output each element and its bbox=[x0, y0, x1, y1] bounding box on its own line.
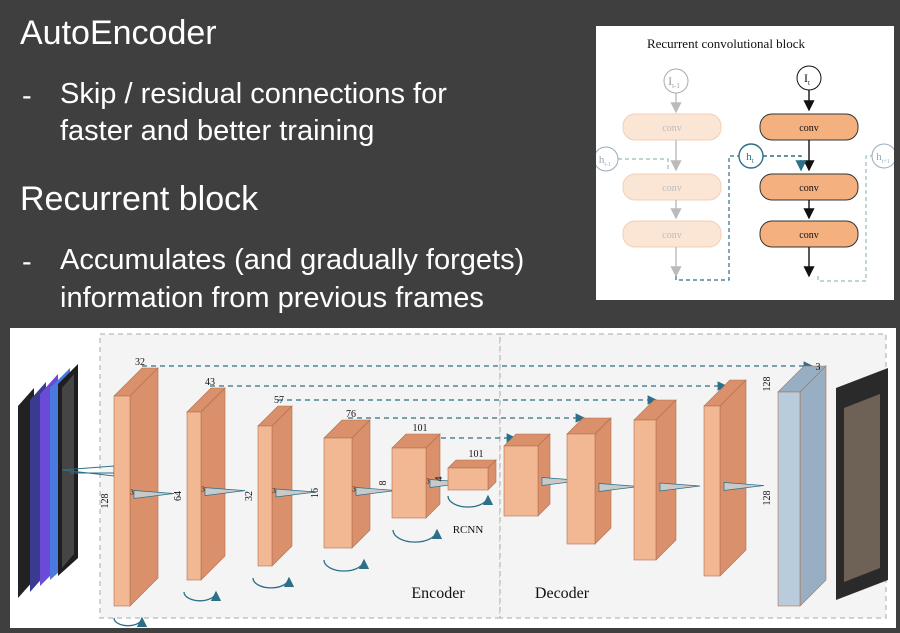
enc-channel-label-6: 101 bbox=[469, 449, 484, 460]
output-channel-label: 3 bbox=[816, 362, 821, 373]
enc-channel-label-3: 57 bbox=[274, 395, 284, 406]
recurrent-loop-1 bbox=[113, 616, 148, 628]
enc-depth-label-4: 16 bbox=[310, 488, 321, 498]
output-frame bbox=[836, 368, 888, 600]
decoder-block-1-side bbox=[537, 433, 551, 517]
svg-text:ht-1: ht-1 bbox=[599, 154, 611, 168]
conv-label: conv bbox=[662, 230, 681, 241]
encoder-block-3-front bbox=[257, 425, 273, 567]
kernel-size-label: 3 bbox=[426, 478, 430, 486]
bullet-marker: - bbox=[22, 80, 32, 112]
conv-label: conv bbox=[799, 123, 818, 134]
decoder-pyramid-3 bbox=[659, 482, 701, 492]
decoder-pyramid-2 bbox=[598, 483, 640, 492]
kernel-pyramid-4 bbox=[355, 487, 397, 496]
rcnn-label: RCNN bbox=[453, 524, 484, 536]
hidden-next-path bbox=[817, 155, 872, 282]
kernel-size-label: 3 bbox=[130, 489, 134, 497]
enc-depth-label-3: 32 bbox=[244, 491, 255, 501]
recurrent-loop-5 bbox=[392, 528, 443, 543]
output-block-side bbox=[799, 365, 827, 607]
recurrent-feedback-faded bbox=[675, 155, 739, 281]
kernel-pyramid-2 bbox=[204, 487, 246, 496]
conv-label: conv bbox=[662, 123, 681, 134]
decoder-block-2-side bbox=[594, 417, 612, 545]
rcnn-loop bbox=[447, 494, 494, 508]
kernel-size-label: 3 bbox=[272, 487, 276, 495]
encoder-block-2-side bbox=[200, 387, 226, 581]
recurrent-loop-4 bbox=[323, 558, 370, 572]
bullet1-line1: Skip / residual connections for bbox=[60, 78, 447, 110]
svg-text:ht+1: ht+1 bbox=[876, 151, 890, 165]
kernel-pyramid-3 bbox=[275, 488, 317, 498]
encoder-block-3-side bbox=[271, 405, 293, 567]
output-depth-top-label: 128 bbox=[762, 377, 773, 392]
rcb-title: Recurrent convolutional block bbox=[647, 36, 806, 51]
bullet1-line2: faster and better training bbox=[60, 115, 375, 147]
recurrent-block-figure: Recurrent convolutional block It-1 conv … bbox=[593, 26, 897, 300]
encoder-block-6-front bbox=[447, 467, 489, 491]
output-depth-label: 128 bbox=[762, 491, 773, 506]
conv-label: conv bbox=[799, 230, 818, 241]
conv-label: conv bbox=[799, 183, 818, 194]
conv-faded-2 bbox=[622, 173, 722, 201]
bullet2-line1: Accumulates (and gradually forgets) bbox=[60, 244, 525, 276]
enc-channel-label-4: 76 bbox=[346, 409, 356, 420]
decoder-block-2-front bbox=[566, 433, 596, 545]
enc-channel-label-2: 43 bbox=[205, 377, 215, 388]
input-frames bbox=[18, 364, 78, 598]
encoder-block-4-side bbox=[351, 419, 371, 549]
kernel-size-label: 3 bbox=[201, 486, 205, 494]
encoder-block-4-front bbox=[323, 437, 353, 549]
bullet2-line2: information from previous frames bbox=[60, 282, 484, 314]
svg-text:It-1: It-1 bbox=[668, 74, 680, 90]
conv-faded-3 bbox=[622, 220, 722, 248]
decoder-pyramid-4 bbox=[723, 482, 765, 491]
svg-text:It: It bbox=[804, 71, 810, 87]
svg-text:ht: ht bbox=[746, 151, 754, 165]
output-block-front bbox=[777, 391, 801, 607]
encoder-block-2-front bbox=[186, 411, 202, 581]
heading-recurrent-block: Recurrent block bbox=[20, 180, 259, 218]
decoder-region bbox=[499, 333, 887, 619]
decoder-block-4-side bbox=[719, 379, 747, 577]
enc-depth-label-2: 64 bbox=[173, 491, 184, 501]
conv-label: conv bbox=[662, 183, 681, 194]
decoder-block-3-front bbox=[633, 419, 657, 561]
enc-channel-label-5: 101 bbox=[413, 423, 428, 434]
encoder-label: Encoder bbox=[411, 585, 465, 602]
decoder-label: Decoder bbox=[535, 585, 590, 602]
enc-depth-label-1: 128 bbox=[100, 494, 111, 509]
hidden-state-arrow bbox=[763, 155, 807, 172]
conv-faded-1 bbox=[622, 113, 722, 141]
kernel-size-label: 3 bbox=[352, 486, 356, 494]
enc-depth-label-5: 8 bbox=[378, 481, 389, 486]
enc-depth-label-6: 4 bbox=[434, 477, 445, 482]
encoder-block-1-front bbox=[113, 395, 131, 607]
decoder-block-1-front bbox=[503, 445, 539, 517]
recurrent-loop-2 bbox=[183, 590, 222, 602]
decoder-block-3-side bbox=[655, 399, 677, 561]
decoder-pyramid-1 bbox=[541, 477, 583, 486]
encoder-block-5-front bbox=[391, 447, 427, 519]
encoder-block-5-side bbox=[425, 433, 441, 519]
decoder-block-4-front bbox=[703, 405, 721, 577]
recurrent-loop-3 bbox=[252, 576, 295, 589]
kernel-pyramid-1 bbox=[133, 490, 175, 499]
heading-autoencoder: AutoEncoder bbox=[20, 14, 217, 52]
bullet-marker: - bbox=[22, 246, 32, 278]
enc-channel-label-1: 32 bbox=[135, 357, 145, 368]
encoder-block-1-side bbox=[129, 367, 159, 607]
